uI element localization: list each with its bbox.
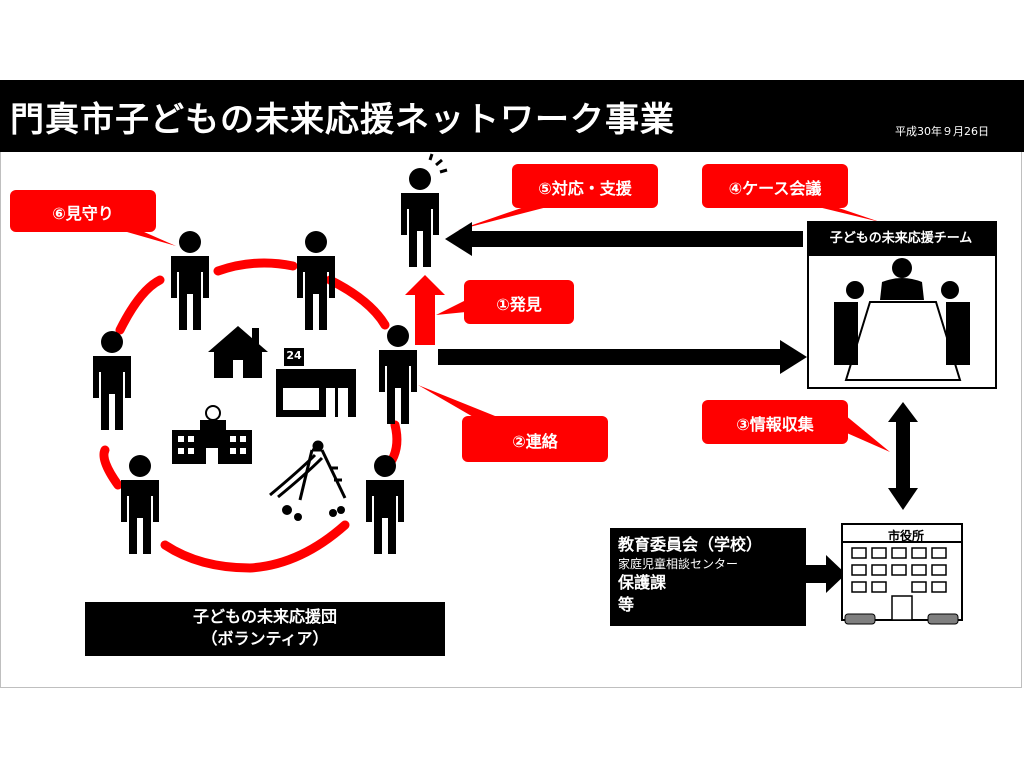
person-icon (171, 231, 209, 330)
report-arrow (438, 340, 807, 374)
callout-contact-bubble (418, 385, 608, 462)
convenience-store-icon (276, 348, 356, 417)
house-icon (208, 326, 268, 378)
info-double-arrow (888, 402, 918, 510)
board-to-cityhall-arrow (806, 555, 846, 593)
callout-discovery: ①発見 (496, 295, 542, 314)
worried-child-icon (401, 153, 448, 267)
school-icon (172, 405, 252, 464)
team-header (808, 222, 996, 256)
playground-slide-icon (269, 440, 347, 501)
callout-response: ⑤対応・支援 (538, 179, 632, 198)
callout-watch: ⑥見守り (52, 204, 114, 223)
date-label: 平成30年９月26日 (895, 125, 989, 138)
team-label: 子どもの未来応援チーム (829, 231, 973, 246)
callout-case-meeting-bubble (702, 164, 880, 222)
callout-info-collect-bubble (702, 400, 890, 452)
callout-watch-bubble (10, 190, 176, 246)
page-title: 門真市子どもの未来応援ネットワーク事業 (10, 100, 675, 140)
callout-response-bubble (458, 164, 658, 230)
callout-case-meeting: ④ケース会議 (728, 179, 822, 198)
title-bar (0, 80, 1024, 152)
board-line-2: 家庭児童相談センター (618, 557, 739, 571)
volunteer-label-line2: （ボランティア） (201, 629, 329, 648)
callout-info-collect: ③情報収集 (736, 415, 814, 434)
city-hall-label: 市役所 (887, 529, 924, 543)
board-line-3: 保護課 (618, 573, 667, 592)
callout-contact: ②連絡 (512, 432, 558, 451)
board-line-4: 等 (618, 595, 635, 614)
store-sign-text: 24 (286, 349, 302, 362)
flower-icon (282, 505, 345, 521)
volunteer-label-line1: 子どもの未来応援団 (192, 607, 337, 626)
person-icon (366, 455, 404, 554)
volunteer-box-label: 子どもの未来応援団 （ボランティア） (85, 606, 445, 650)
board-line-1: 教育委員会（学校） (618, 535, 763, 554)
person-icon (93, 331, 131, 430)
city-hall-icon (841, 523, 963, 625)
meeting-table-icon (834, 258, 970, 381)
person-icon (379, 325, 417, 424)
volunteer-ring (99, 258, 402, 573)
response-arrow (445, 222, 803, 256)
related-agencies-box: 教育委員会（学校） 家庭児童相談センター 保護課 等 (610, 528, 806, 626)
callout-discovery-bubble (436, 280, 574, 324)
person-icon (121, 455, 159, 554)
discovery-arrow (405, 275, 445, 345)
person-icon (297, 231, 335, 330)
volunteer-box (85, 602, 445, 656)
